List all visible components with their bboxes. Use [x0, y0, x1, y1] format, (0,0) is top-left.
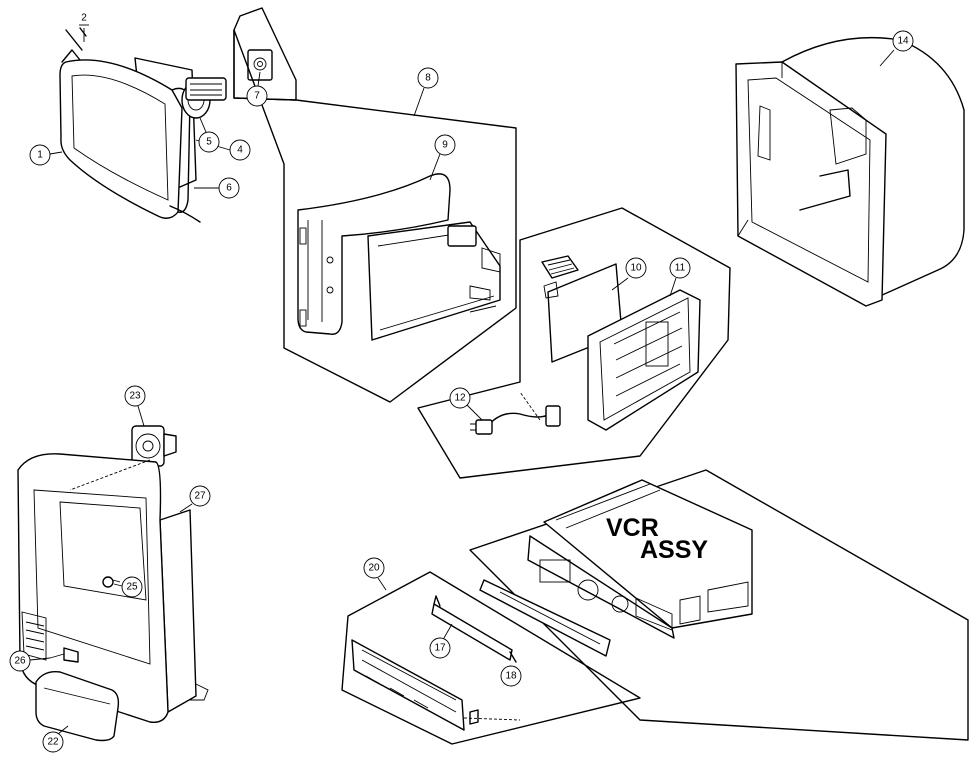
callout-20-label: 20: [368, 563, 380, 574]
speaker-drawing: [131, 425, 177, 467]
callout-23: 23: [124, 385, 146, 427]
callout-12: 12: [449, 387, 483, 421]
callout-5-label: 5: [206, 137, 212, 148]
callout-18-label: 18: [505, 671, 517, 682]
callout-22-label: 22: [47, 737, 59, 748]
callout-1: 1: [29, 144, 63, 166]
callout-14-label: 14: [897, 36, 909, 47]
callout-22: 22: [42, 725, 69, 753]
callout-2: 2: [79, 13, 89, 42]
callout-23-label: 23: [129, 391, 141, 402]
bracket-plate-drawing: [431, 595, 513, 661]
callout-8: 8: [413, 67, 439, 117]
callout-27: 27: [179, 485, 211, 513]
callout-12-label: 12: [454, 393, 466, 404]
callout-8-label: 8: [425, 73, 431, 84]
knob-drawing: [102, 576, 121, 588]
callout-7-label: 7: [254, 91, 260, 102]
cabinet-back-drawing: [735, 36, 965, 307]
callout-11: 11: [669, 257, 691, 297]
callout-25-label: 25: [126, 582, 138, 593]
front-cabinet-drawing: [17, 453, 209, 723]
board-group-outline: [417, 207, 731, 479]
callout-9-label: 9: [442, 140, 448, 151]
vcr-label-line2: ASSY: [640, 536, 708, 564]
vcr-front-group-outline: [341, 571, 641, 745]
callout-7: 7: [246, 71, 268, 107]
callout-17-label: 17: [434, 643, 446, 654]
callout-14: 14: [879, 30, 914, 67]
vcr-front-panel-drawing: [351, 639, 521, 731]
callout-5: 5: [198, 117, 220, 153]
vcr-assembly-drawing: [479, 479, 753, 657]
bracket-drawing: [49, 647, 79, 663]
vcr-group-outline: [469, 469, 969, 741]
picture-tube-drawing: [59, 27, 227, 223]
callout-6: 6: [194, 177, 240, 199]
callout-25: 25: [113, 576, 143, 598]
board-holder-drawing: [587, 289, 701, 431]
callout-6-label: 6: [226, 183, 232, 194]
callout-9: 9: [429, 134, 456, 181]
callout-26-label: 26: [14, 656, 26, 667]
front-door-drawing: [35, 671, 120, 742]
vcr-label-line1: VCR: [606, 514, 659, 542]
callout-11-label: 11: [675, 263, 686, 274]
callout-4-label: 4: [237, 145, 243, 156]
callout-10: 10: [611, 257, 647, 291]
callout-27-label: 27: [194, 491, 206, 502]
power-cord-drawing: [470, 405, 561, 435]
callout-10-label: 10: [630, 263, 642, 274]
callout-2-label: 2: [81, 13, 87, 24]
callout-18: 18: [500, 665, 522, 687]
callout-20: 20: [363, 557, 387, 591]
screw-drawing: [509, 651, 517, 663]
chassis-frame-drawing: [297, 173, 501, 341]
callout-1-label: 1: [37, 150, 43, 161]
callout-17: 17: [429, 623, 453, 659]
callout-26: 26: [9, 650, 51, 672]
